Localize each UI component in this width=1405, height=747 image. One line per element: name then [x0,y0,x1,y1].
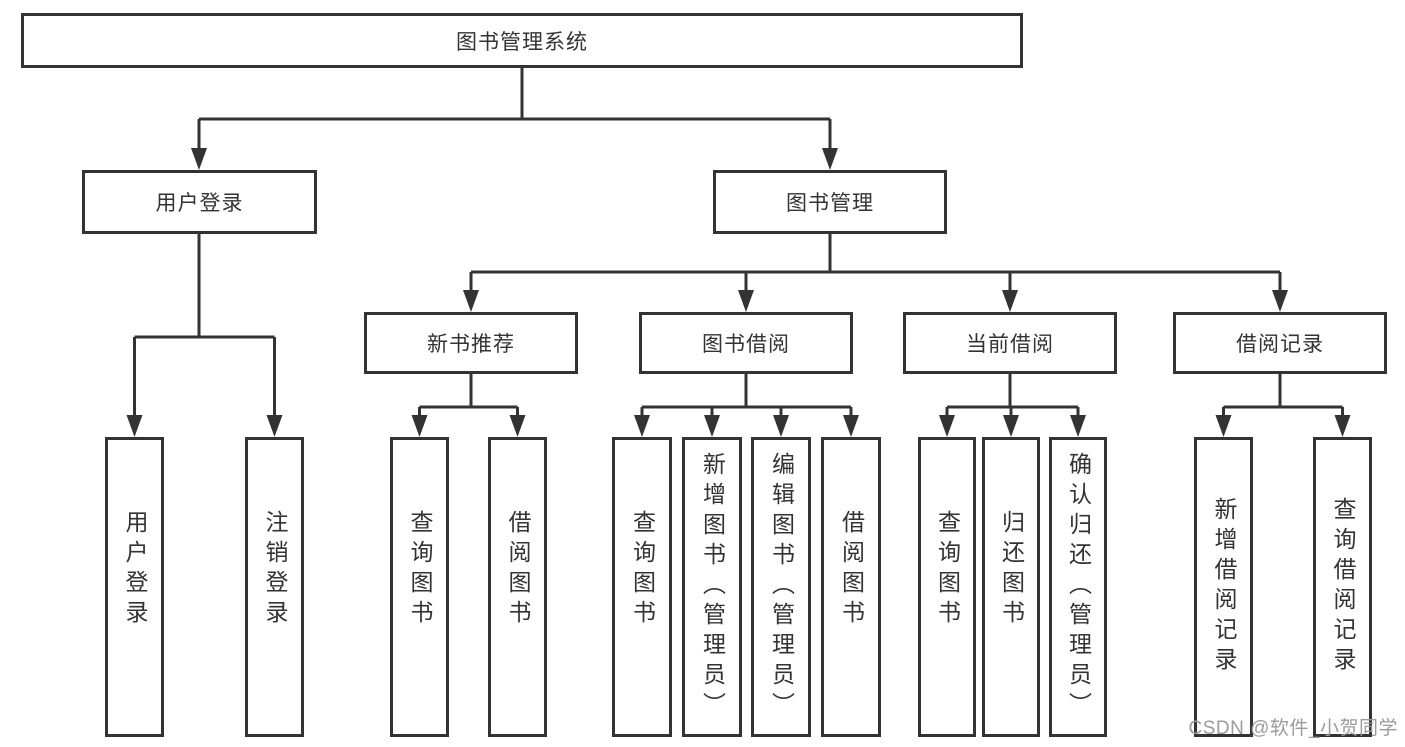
arrowhead [634,415,650,437]
arrowhead [266,415,283,437]
node-query-borrow-record: 查询借阅记录 [1313,437,1372,737]
arrowhead [939,415,955,437]
node-user-login-leaf: 用户登录 [105,437,164,737]
arrowhead [1070,415,1086,437]
arrowhead [1272,290,1288,312]
connector-borrow-records-children [1215,374,1351,437]
connector-book-borrow-children [634,374,859,437]
node-borrow-books-leaf: 借阅图书 [821,437,881,737]
arrowhead [738,290,754,312]
node-return-books: 归还图书 [982,437,1040,737]
arrowhead [191,148,207,170]
node-query-books-recommend: 查询图书 [390,437,449,737]
connector-new-book-rec-children [411,374,526,437]
node-library-management-system: 图书管理系统 [21,13,1023,68]
node-user-login: 用户登录 [82,170,317,234]
node-book-management: 图书管理 [713,170,947,234]
node-query-books-borrowing: 查询图书 [612,437,672,737]
arrowhead [1215,415,1232,437]
connector-root-to-level2 [191,68,838,170]
arrowhead [1334,415,1351,437]
node-borrow-books-recommend: 借阅图书 [488,437,547,737]
arrowhead [1003,415,1019,437]
arrowhead [1002,290,1018,312]
node-add-books-admin: 新增图书（管理员） [682,437,742,737]
arrowhead [822,148,838,170]
node-logout-leaf: 注销登录 [245,437,304,737]
node-book-borrowing: 图书借阅 [639,312,853,374]
connector-book-mgmt-to-level3 [463,234,1288,312]
node-query-books-current: 查询图书 [918,437,976,737]
node-add-borrow-record: 新增借阅记录 [1194,437,1253,737]
node-borrow-records: 借阅记录 [1173,312,1387,374]
arrowhead [411,415,428,437]
node-new-book-recommend: 新书推荐 [364,312,578,374]
arrowhead [773,415,789,437]
arrowhead [463,290,479,312]
connector-user-login-children [126,234,283,437]
node-edit-books-admin: 编辑图书（管理员） [751,437,811,737]
arrowhead [126,415,143,437]
arrowhead [704,415,720,437]
arrowhead [509,415,526,437]
csdn-watermark: CSDN @软件_小贺同学 [1188,718,1398,739]
node-current-borrowing: 当前借阅 [903,312,1117,374]
node-confirm-return-admin: 确认归还（管理员） [1049,437,1107,737]
arrowhead [843,415,859,437]
connector-current-borrow-children [939,374,1086,437]
